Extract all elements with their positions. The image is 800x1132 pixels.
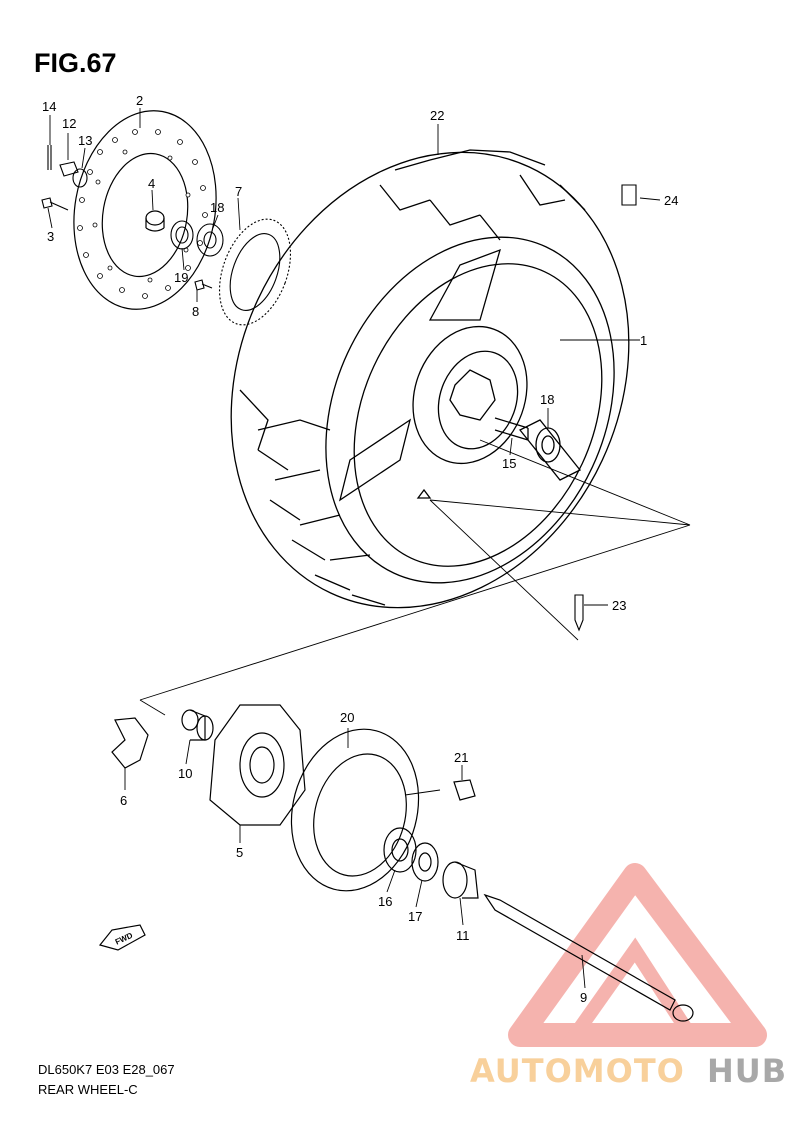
figure-title: FIG.67 (34, 48, 117, 78)
callout-8: 8 (192, 304, 199, 319)
callout-18-top: 18 (210, 200, 224, 215)
callout-23: 23 (612, 598, 626, 613)
callout-12: 12 (62, 116, 76, 131)
callout-18-right: 18 (540, 392, 554, 407)
callout-17: 17 (408, 909, 422, 924)
small-fasteners-top (41, 145, 637, 632)
leader-lines (47, 108, 691, 989)
callout-3: 3 (47, 229, 54, 244)
callout-20: 20 (340, 710, 354, 725)
watermark-brand-part2: HUB (707, 1052, 787, 1090)
callout-14: 14 (42, 99, 56, 114)
callout-13: 13 (78, 133, 92, 148)
callout-labels: 1 2 3 4 5 6 7 8 9 10 11 12 13 14 15 16 1… (42, 93, 678, 1005)
rear-wheel-assembly (230, 149, 630, 609)
hub-outer (412, 325, 528, 465)
callout-16: 16 (378, 894, 392, 909)
rim-inner-edge (353, 263, 603, 567)
brake-disc (73, 110, 217, 310)
watermark-logo: AUTOMOTO HUB (470, 863, 787, 1090)
watermark-brand-part1: AUTOMOTO (470, 1052, 685, 1090)
forward-direction-arrow: FWD (98, 924, 146, 951)
sprocket-drum-assembly (111, 704, 694, 1022)
callout-11: 11 (456, 928, 470, 943)
callout-21: 21 (454, 750, 468, 765)
rim-outer-edge (325, 236, 615, 584)
callout-9: 9 (580, 990, 587, 1005)
callout-24: 24 (664, 193, 678, 208)
callout-2: 2 (136, 93, 143, 108)
callout-5: 5 (236, 845, 243, 860)
tire-outer (230, 151, 630, 609)
callout-4: 4 (148, 176, 155, 191)
section-name: REAR WHEEL-C (38, 1082, 138, 1097)
callout-19: 19 (174, 270, 188, 285)
callout-15: 15 (502, 456, 516, 471)
callout-10: 10 (178, 766, 192, 781)
callout-6: 6 (120, 793, 127, 808)
callout-1: 1 (640, 333, 647, 348)
hub-inner (437, 350, 519, 450)
callout-7: 7 (235, 184, 242, 199)
model-code: DL650K7 E03 E28_067 (38, 1062, 175, 1077)
callout-22: 22 (430, 108, 444, 123)
